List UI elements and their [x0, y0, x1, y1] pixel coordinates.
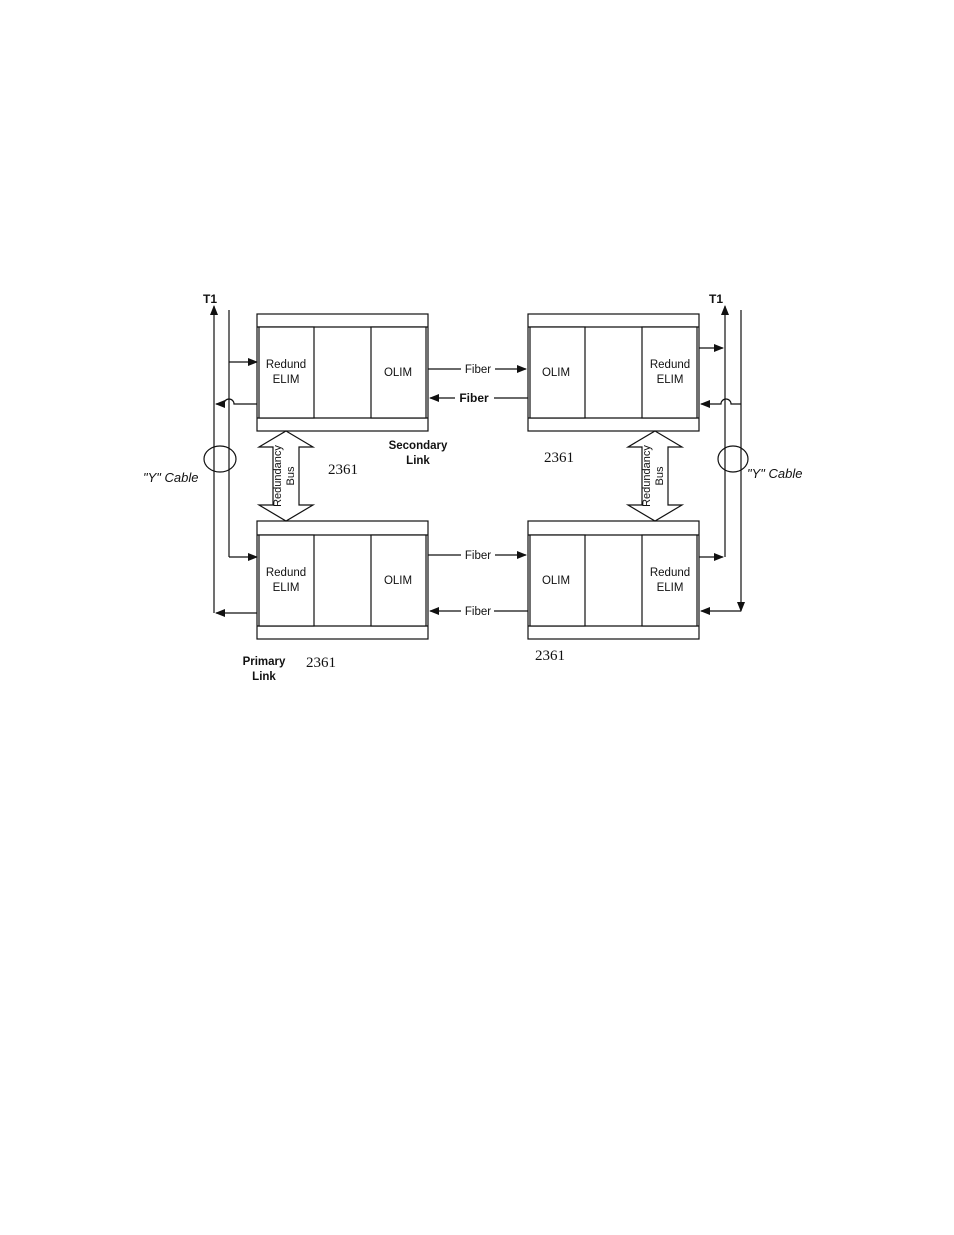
model-label: 2361	[306, 655, 336, 671]
y-cable-loop-right	[718, 446, 748, 472]
redundancy-bus-label: Bus	[285, 466, 297, 485]
model-label: 2361	[328, 462, 358, 478]
fiber-label: Fiber	[465, 606, 491, 618]
redund-elim-box	[642, 327, 697, 418]
redund-elim-box	[642, 535, 697, 626]
redund-elim-label: Redund	[266, 567, 306, 579]
secondary-link-label: Link	[406, 455, 430, 467]
t1-label-left: T1	[203, 292, 217, 306]
redund-elim-label: ELIM	[273, 374, 300, 386]
olim-label: OLIM	[542, 367, 570, 379]
t1-label-right: T1	[709, 292, 723, 306]
olim-label: OLIM	[384, 367, 412, 379]
fiber-links	[428, 369, 528, 611]
fiber-label: Fiber	[465, 550, 491, 562]
y-cable-label-left: "Y" Cable	[143, 470, 198, 485]
t1-line-right	[699, 306, 741, 611]
model-label: 2361	[544, 450, 574, 466]
redund-elim-label: Redund	[266, 359, 306, 371]
redundancy-bus-label: Redundancy	[641, 445, 653, 507]
redund-elim-label: Redund	[650, 567, 690, 579]
olim-label: OLIM	[542, 575, 570, 587]
olim-label: OLIM	[384, 575, 412, 587]
model-label: 2361	[535, 648, 565, 664]
primary-link-label: Primary	[243, 656, 286, 668]
fiber-label: Fiber	[465, 364, 491, 376]
redund-elim-box	[259, 327, 314, 418]
redund-elim-label: ELIM	[273, 582, 300, 594]
primary-link-label: Link	[252, 671, 276, 683]
y-cable-label-right: "Y" Cable	[747, 466, 802, 481]
secondary-link-label: Secondary	[389, 440, 448, 452]
redund-elim-label: ELIM	[657, 582, 684, 594]
redund-elim-box	[259, 535, 314, 626]
redund-elim-label: Redund	[650, 359, 690, 371]
fiber-label: Fiber	[459, 391, 489, 405]
redund-elim-label: ELIM	[657, 374, 684, 386]
redundancy-bus-label: Redundancy	[272, 445, 284, 507]
redundancy-bus-label: Bus	[654, 466, 666, 485]
y-cable-loop-left	[204, 446, 236, 472]
